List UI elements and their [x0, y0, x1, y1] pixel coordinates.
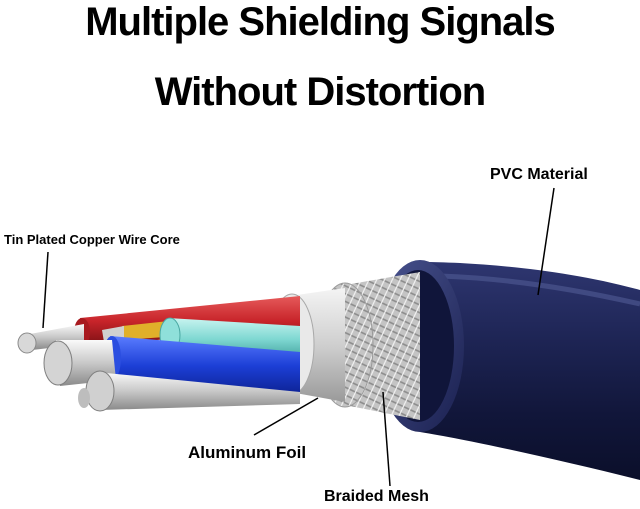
- leader-lines: [42, 187, 555, 487]
- pvc-material-label: PVC Material: [490, 166, 588, 183]
- copper-core-strands: [43, 340, 300, 412]
- copper-core-label: Tin Plated Copper Wire Core: [4, 232, 180, 247]
- braided-mesh-label: Braided Mesh: [324, 488, 429, 505]
- headline-line-2: Without Distortion: [154, 70, 486, 114]
- headline-line-1: Multiple Shielding Signals: [85, 0, 556, 44]
- aluminum-foil-label: Aluminum Foil: [188, 443, 307, 462]
